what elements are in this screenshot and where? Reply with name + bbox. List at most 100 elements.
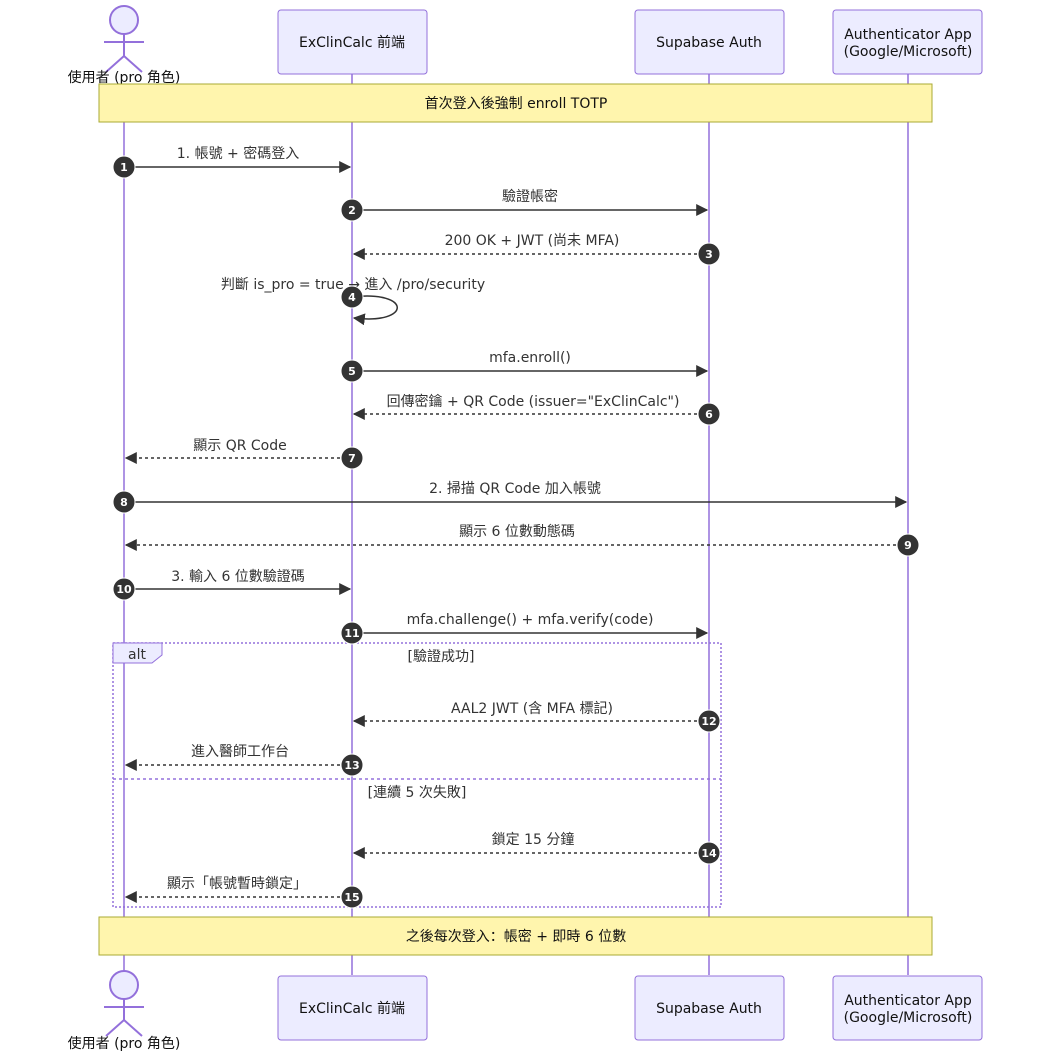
- messages: 1. 帳號 + 密碼登入 1 驗證帳密 2 200 OK + JWT (尚未 M…: [112, 145, 920, 909]
- sequence-badge: [340, 621, 364, 645]
- actor-label-auth: Supabase Auth: [656, 35, 762, 51]
- actor-label-app-line1: Authenticator App: [844, 993, 972, 1009]
- sequence-badge: [112, 577, 136, 601]
- message-15: 顯示「帳號暫時鎖定」 15: [124, 876, 364, 909]
- sequence-badge: [340, 285, 364, 309]
- note-top-label: 首次登入後強制 enroll TOTP: [425, 96, 608, 112]
- message-5: mfa.enroll() 5: [340, 350, 709, 383]
- sequence-number: 13: [344, 759, 359, 772]
- sequence-badge: [112, 155, 136, 179]
- actor-label-user: 使用者 (pro 角色): [68, 1035, 181, 1052]
- note-bottom: 之後每次登入：帳密 + 即時 6 位數: [98, 916, 933, 956]
- message-7: 顯示 QR Code 7: [124, 438, 364, 470]
- message-label: mfa.challenge() + mfa.verify(code): [407, 612, 654, 628]
- actors-top: 使用者 (pro 角色) ExClinCalc 前端 Supabase Auth…: [68, 5, 983, 86]
- sequence-number: 7: [348, 452, 356, 465]
- actor-box: [832, 9, 983, 75]
- sequence-badge: [340, 885, 364, 909]
- sequence-badge: [697, 709, 721, 733]
- actor-label-app-line2: (Google/Microsoft): [844, 44, 973, 60]
- alt-condition-fail: [連續 5 次失敗]: [368, 785, 467, 801]
- actor-box: [277, 9, 428, 75]
- message-label: 鎖定 15 分鐘: [492, 831, 575, 848]
- sequence-number: 5: [348, 365, 356, 378]
- actor-box: [634, 9, 785, 75]
- message-label: 驗證帳密: [502, 188, 558, 205]
- actor-label-frontend: ExClinCalc 前端: [299, 1000, 405, 1017]
- note-bottom-label: 之後每次登入：帳密 + 即時 6 位數: [406, 928, 626, 945]
- actor-label-app-line1: Authenticator App: [844, 27, 972, 43]
- actor-label-frontend: ExClinCalc 前端: [299, 34, 405, 51]
- sequence-badge: [896, 533, 920, 557]
- note-box: [98, 916, 933, 956]
- alt-tag: [112, 642, 163, 664]
- message-label: 2. 掃描 QR Code 加入帳號: [429, 480, 601, 497]
- actor-auth-top: Supabase Auth: [634, 9, 785, 75]
- message-10: 3. 輸入 6 位數驗證碼 10: [112, 568, 352, 601]
- message-label: 顯示 6 位數動態碼: [459, 524, 575, 540]
- sequence-badge: [697, 242, 721, 266]
- sequence-badge: [697, 841, 721, 865]
- message-label: 1. 帳號 + 密碼登入: [177, 145, 299, 162]
- note-top: 首次登入後強制 enroll TOTP: [98, 83, 933, 123]
- sequence-badge: [340, 753, 364, 777]
- alt-condition-success: [驗證成功]: [408, 648, 475, 665]
- actor-label-user: 使用者 (pro 角色): [68, 69, 181, 86]
- actor-box: [832, 975, 983, 1041]
- message-label: 200 OK + JWT (尚未 MFA): [445, 233, 620, 249]
- sequence-number: 4: [348, 291, 356, 304]
- message-label: 進入醫師工作台: [191, 744, 289, 760]
- actor-frontend-top: ExClinCalc 前端: [277, 9, 428, 75]
- actor-user-top: 使用者 (pro 角色): [68, 5, 181, 86]
- message-label: 顯示 QR Code: [193, 438, 287, 454]
- person-icon: [104, 970, 144, 1037]
- message-6: 回傳密鑰 + QR Code (issuer="ExClinCalc") 6: [352, 393, 721, 426]
- actor-label-auth: Supabase Auth: [656, 1001, 762, 1017]
- alt-frame: alt [驗證成功] [連續 5 次失敗]: [112, 642, 722, 908]
- actor-box: [634, 975, 785, 1041]
- message-14: 鎖定 15 分鐘 14: [352, 831, 721, 865]
- message-label: mfa.enroll(): [489, 350, 571, 366]
- sequence-number: 8: [120, 496, 128, 509]
- sequence-badge: [340, 359, 364, 383]
- alt-tag-label: alt: [128, 647, 146, 663]
- message-label: 顯示「帳號暫時鎖定」: [167, 876, 307, 892]
- sequence-number: 6: [705, 408, 713, 421]
- message-2: 驗證帳密 2: [340, 188, 709, 222]
- sequence-number: 3: [705, 248, 713, 261]
- message-11: mfa.challenge() + mfa.verify(code) 11: [340, 612, 709, 645]
- sequence-badge: [112, 490, 136, 514]
- actor-frontend-bottom: ExClinCalc 前端: [277, 975, 428, 1041]
- actor-app-top: Authenticator App (Google/Microsoft): [832, 9, 983, 75]
- sequence-number: 14: [701, 847, 717, 860]
- actor-auth-bottom: Supabase Auth: [634, 975, 785, 1041]
- sequence-number: 1: [120, 161, 128, 174]
- sequence-number: 9: [904, 539, 912, 552]
- sequence-badge: [697, 402, 721, 426]
- lifelines: [123, 74, 909, 975]
- message-label: 回傳密鑰 + QR Code (issuer="ExClinCalc"): [387, 393, 680, 410]
- message-12: AAL2 JWT (含 MFA 標記) 12: [352, 700, 721, 733]
- actors-bottom: 使用者 (pro 角色) ExClinCalc 前端 Supabase Auth…: [68, 970, 983, 1052]
- actor-app-bottom: Authenticator App (Google/Microsoft): [832, 975, 983, 1041]
- message-label: 3. 輸入 6 位數驗證碼: [171, 568, 305, 585]
- actor-box: [277, 975, 428, 1041]
- sequence-number: 15: [344, 891, 359, 904]
- message-9: 顯示 6 位數動態碼 9: [124, 524, 920, 557]
- actor-user-bottom: 使用者 (pro 角色): [68, 970, 181, 1052]
- message-3: 200 OK + JWT (尚未 MFA) 3: [352, 233, 721, 266]
- message-4: 判斷 is_pro = true → 進入 /pro/security 4: [221, 277, 485, 326]
- note-box: [98, 83, 933, 123]
- message-self-arrow: [351, 295, 398, 326]
- message-13: 進入醫師工作台 13: [124, 744, 364, 777]
- sequence-badge: [340, 446, 364, 470]
- sequence-number: 11: [344, 627, 359, 640]
- message-label: AAL2 JWT (含 MFA 標記): [451, 700, 613, 717]
- sequence-number: 10: [116, 583, 132, 596]
- person-icon: [104, 5, 144, 73]
- alt-box: [112, 642, 722, 908]
- message-label: 判斷 is_pro = true → 進入 /pro/security: [221, 277, 485, 293]
- sequence-number: 12: [701, 715, 716, 728]
- message-1: 1. 帳號 + 密碼登入 1: [112, 145, 352, 179]
